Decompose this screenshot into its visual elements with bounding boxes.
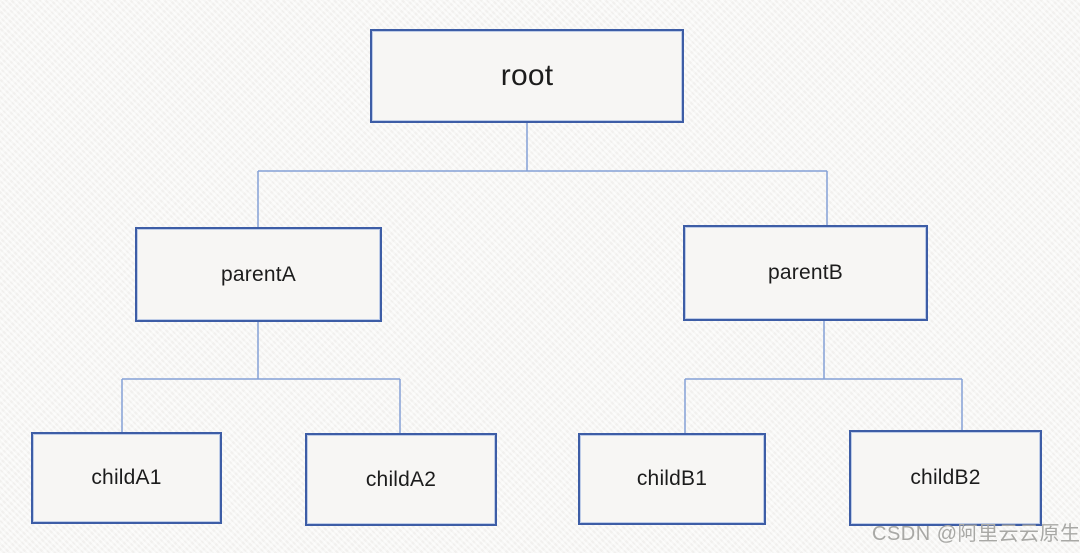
node-parentA-label: parentA: [221, 262, 296, 286]
node-childB1-label: childB1: [636, 467, 708, 490]
node-childA1-label: childA1: [91, 466, 162, 489]
node-parentB: parentB: [683, 225, 928, 321]
node-parentB-label: parentB: [768, 261, 843, 284]
node-childA2-label: childA2: [365, 467, 437, 491]
node-parentA: parentA: [135, 227, 382, 322]
node-childB2-label: childB2: [910, 466, 981, 489]
node-childA1: childA1: [31, 432, 222, 524]
csdn-watermark: CSDN @阿里云云原生: [872, 523, 1080, 545]
node-childB2: childB2: [849, 430, 1042, 526]
node-root: root: [370, 29, 684, 123]
node-childA2: childA2: [305, 433, 497, 526]
node-childB1: childB1: [578, 433, 766, 525]
node-root-label: root: [500, 59, 554, 92]
